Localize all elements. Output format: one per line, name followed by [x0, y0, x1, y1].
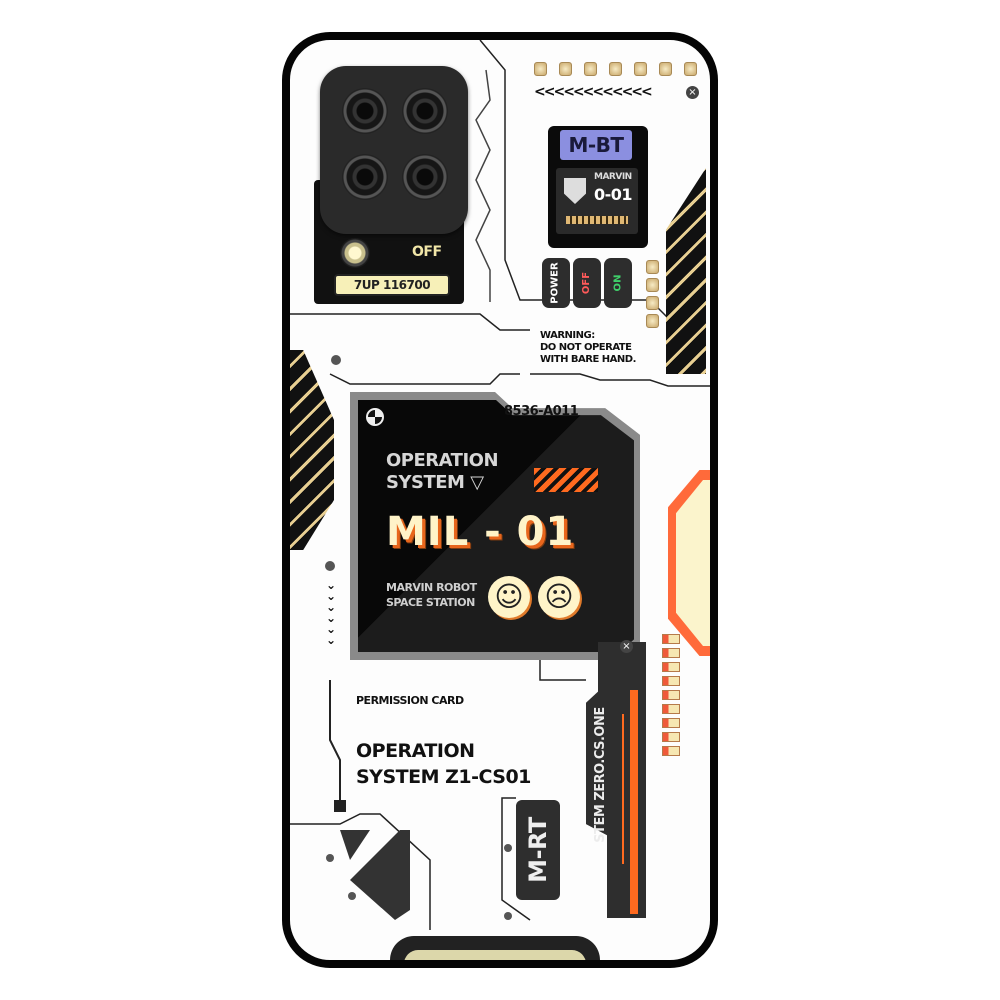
circuit-lines — [290, 40, 710, 930]
badge-name: MARVIN — [594, 172, 632, 182]
orange-accent — [630, 690, 638, 914]
on-label: ON — [612, 274, 623, 292]
bottom-tab-inner — [404, 950, 586, 960]
subtitle-line: MARVIN ROBOT — [386, 581, 477, 594]
indicator-icon — [662, 634, 680, 644]
warning-line: WITH BARE HAND. — [540, 354, 636, 365]
cream-hex-panel — [676, 480, 710, 646]
led-icon — [646, 314, 659, 328]
mrt-label: M-RT — [524, 817, 552, 883]
indicator-icon — [662, 718, 680, 728]
led-icon — [609, 62, 622, 76]
permission-label: PERMISSION CARD — [356, 694, 464, 707]
title-line: SYSTEM ▽ — [386, 472, 484, 493]
power-switch[interactable]: POWER — [542, 258, 570, 308]
led-icon — [684, 62, 697, 76]
operation-system-title: OPERATION SYSTEM ▽ — [386, 450, 499, 494]
radiation-icon — [366, 408, 384, 426]
power-label: POWER — [550, 262, 561, 304]
triangle-icon: ▽ — [470, 472, 484, 493]
indicator-icon — [662, 690, 680, 700]
indicator-icon — [662, 732, 680, 742]
indicator-icon — [662, 704, 680, 714]
chevron-column-icon: ⌄⌄⌄⌄⌄⌄ — [326, 578, 337, 647]
permission-line: SYSTEM Z1-CS01 — [356, 766, 531, 788]
camera-flash — [340, 238, 370, 268]
station-subtitle: MARVIN ROBOT SPACE STATION — [386, 580, 477, 610]
lightning-shield-icon — [564, 178, 586, 204]
warning-line: WARNING: — [540, 330, 595, 341]
led-icon — [659, 62, 672, 76]
permission-system: OPERATION SYSTEM Z1-CS01 — [356, 738, 531, 790]
serial-number: 8536-A011 — [504, 404, 579, 419]
badge-inner: MARVIN 0-01 — [556, 168, 638, 234]
warning-text: WARNING: DO NOT OPERATE WITH BARE HAND. — [540, 330, 636, 366]
camera-lens — [342, 88, 388, 134]
badge-card: M-BT MARVIN 0-01 — [548, 126, 648, 248]
off-label: OFF — [580, 271, 592, 295]
orange-line — [622, 714, 624, 864]
led-icon — [559, 62, 572, 76]
sad-face-icon: ☹ — [538, 576, 580, 618]
permission-line: OPERATION — [356, 740, 475, 762]
led-icon — [646, 278, 659, 292]
badge-title: M-BT — [560, 130, 632, 160]
indicator-icon — [662, 662, 680, 672]
indicator-icon — [662, 676, 680, 686]
switch-group: POWER OFF ON — [542, 258, 632, 308]
vertical-text: STEM ZERO.CS.ONE — [593, 707, 608, 843]
mrt-plate — [516, 800, 560, 900]
indicator-ladder — [662, 634, 680, 756]
title-line: OPERATION — [386, 450, 499, 471]
lcd-readout: 7UP 116700 — [334, 274, 450, 296]
subtitle-line: SPACE STATION — [386, 596, 475, 609]
led-icon — [584, 62, 597, 76]
led-column — [646, 260, 659, 328]
close-icon: × — [686, 86, 699, 99]
off-switch[interactable]: OFF — [573, 258, 601, 308]
camera-module — [320, 66, 468, 234]
led-icon — [646, 296, 659, 310]
led-icon — [634, 62, 647, 76]
warning-line: DO NOT OPERATE — [540, 342, 632, 353]
contact-strip — [566, 216, 628, 224]
led-icon — [646, 260, 659, 274]
led-row — [534, 62, 697, 76]
camera-lens — [402, 154, 448, 200]
camera-lens — [342, 154, 388, 200]
badge-code: 0-01 — [594, 185, 633, 204]
model-name: MIL - 01 — [386, 509, 575, 555]
led-icon — [534, 62, 547, 76]
on-switch[interactable]: ON — [604, 258, 632, 308]
indicator-icon — [662, 648, 680, 658]
camera-switch-label: OFF — [412, 244, 442, 260]
phone-case: OFF 7UP 116700 <<<<<<<<<<<< × M-BT MARVI… — [282, 32, 718, 968]
close-icon: × — [620, 640, 633, 653]
happy-face-icon: ☺ — [488, 576, 530, 618]
chevron-row-icon: <<<<<<<<<<<< — [534, 84, 653, 100]
indicator-icon — [662, 746, 680, 756]
orange-hazard-stripes — [534, 468, 598, 492]
camera-lens — [402, 88, 448, 134]
